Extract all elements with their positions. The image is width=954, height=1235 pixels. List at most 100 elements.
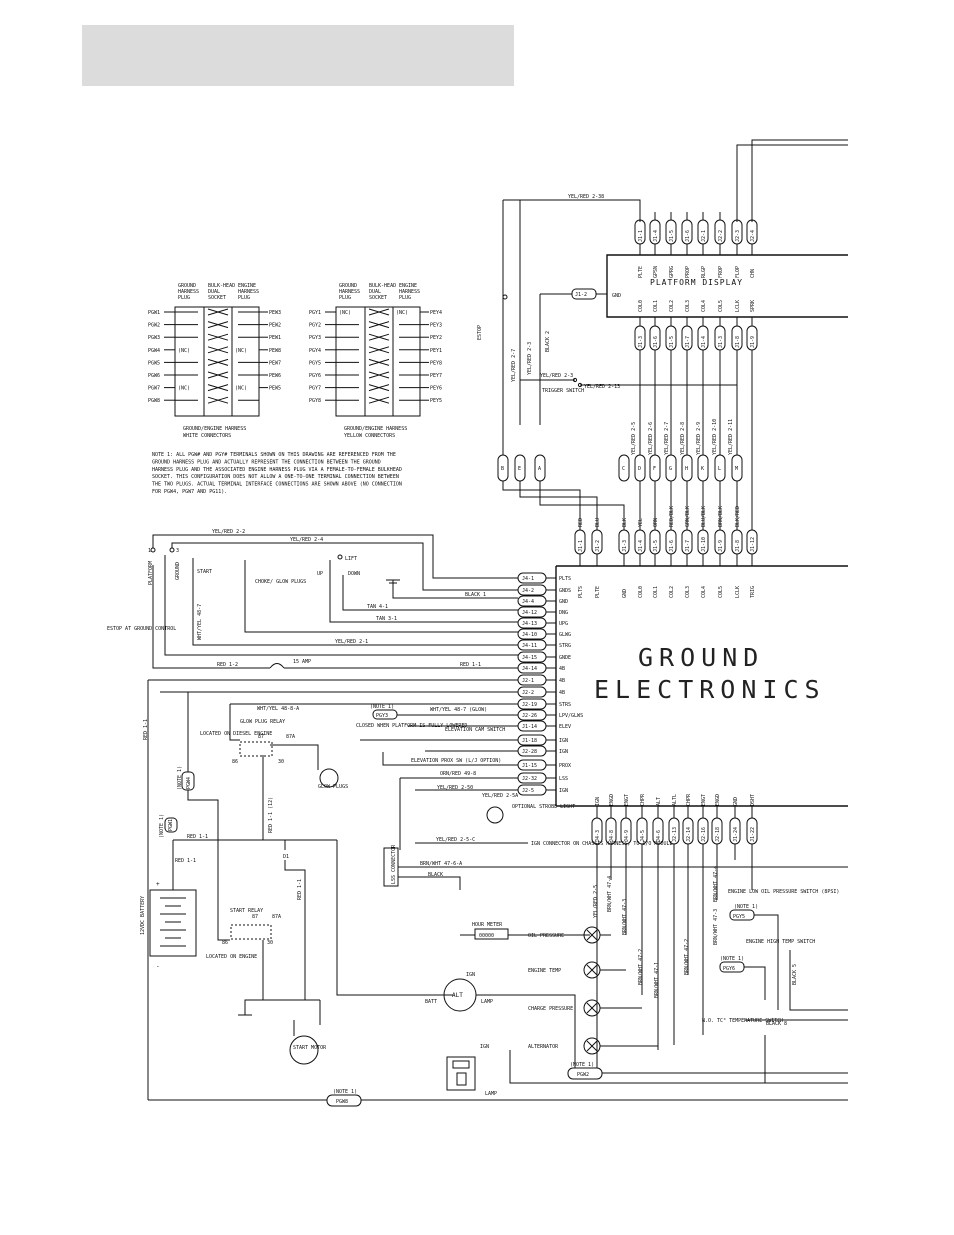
pd-top-conn-7-label: J2-4	[750, 230, 756, 242]
mid-left-circuit: RED 1-1 WHT/YEL 48-8-A (NOTE 1) PGY3 WHT…	[143, 679, 848, 1100]
pgw1-label: PGW1	[168, 819, 174, 831]
harness-note-line-2: HARNESS PLUG AND THE ASSOCIATED ENGINE H…	[152, 467, 402, 473]
note-1-pgw2: (NOTE 1)	[570, 1062, 594, 1068]
wire-yel-red-2-38: YEL/RED 2-38	[568, 194, 604, 200]
table-white-head-0-2: PLUG	[178, 295, 190, 301]
harness-note-line-4: THE TWO PLUGS. ACTUAL TERMINAL INTERFACE…	[152, 482, 402, 488]
lower-pin-10: TRIG	[750, 586, 756, 598]
gauge-label-3: ALTERNATOR	[528, 1044, 559, 1050]
d1-label: D1	[283, 854, 289, 860]
pd-bottom-conn-7	[746, 325, 758, 351]
gauge-label-2: CHARGE PRESSURE	[528, 1006, 573, 1012]
down-label: DOWN	[348, 571, 360, 577]
fuse-15-amp: 15 AMP	[293, 659, 311, 665]
lower-pin-7: COL4	[701, 586, 707, 598]
wire-red-1-1d: RED 1-1	[175, 858, 196, 864]
pd-top-conn-1-label: J1-4	[653, 230, 659, 242]
pd-top-conn-1	[649, 219, 661, 245]
pd-bottom-conn-6-label: J1-8	[735, 336, 741, 348]
table-yellow-left-6: PGY7	[309, 386, 321, 392]
lower-plug-8-label: J1-9	[718, 540, 724, 552]
left-pin-conn-label-3: J4-12	[522, 610, 537, 616]
wire-brn-wht-47-4b: BRN/WHT 47-4	[713, 866, 719, 902]
glow-relay-label: GLOW PLUG RELAY	[240, 719, 285, 725]
left-pin-name-8: 4B	[559, 666, 565, 672]
lower-plug-5-label: J1-6	[669, 540, 675, 552]
wire-black-2: BLACK 2	[545, 331, 551, 352]
col-wire-0: YEL/RED 2-5	[631, 422, 637, 455]
yellow-connector-table: GROUNDHARNESSPLUGBULK-HEADDUALSOCKETENGI…	[309, 283, 442, 439]
left-pin-name-2: GND	[559, 599, 568, 605]
pd-top-conn-5	[714, 219, 726, 245]
lower-pin-0: PLTS	[578, 586, 584, 598]
lower-plug-2	[618, 529, 630, 555]
alt-label: ALT	[452, 992, 463, 999]
pd-top-pin-7: CHN	[750, 269, 756, 278]
lower-plug-10	[746, 529, 758, 555]
table-yellow-right-1: PEY3	[430, 323, 442, 329]
platform-gnd-label: GND	[612, 293, 621, 299]
pd-top-conn-6-label: J2-3	[735, 230, 741, 242]
left-pin-conn-label-8: J4-14	[522, 666, 537, 672]
left-pin-name-18: IGN	[559, 788, 568, 794]
start-relay-87: 87	[252, 914, 258, 920]
header-band	[82, 25, 514, 86]
start-relay-86: 86	[222, 940, 228, 946]
table-white-caption-2: WHITE CONNECTORS	[183, 433, 231, 439]
color-label-3: YEL	[638, 518, 644, 527]
table-yellow-head-2-0: ENGINE	[399, 283, 417, 289]
color-label-2: BLK	[622, 518, 628, 527]
start-switch-label: START	[197, 569, 212, 575]
estop-platform-label: ESTOP	[477, 325, 483, 340]
glow-relay-30: 30	[278, 759, 284, 765]
table-yellow-head-2-1: HARNESS	[399, 289, 420, 295]
left-pin-conn-label-4: J4-13	[522, 621, 537, 627]
pd-top-pin-6: FLOP	[735, 266, 741, 278]
upper-plug-letter-3: C	[622, 466, 625, 472]
estop-ground-label: ESTOP AT GROUND CONTROL	[107, 626, 176, 632]
table-white-left-1: PGW2	[148, 323, 160, 329]
table-yellow-right-5: PEY7	[430, 373, 442, 379]
bottom-pin-name-3: CHPR	[640, 793, 646, 806]
white-connector-table: GROUNDHARNESSPLUGBULK-HEADDUALSOCKETENGI…	[148, 283, 281, 439]
upper-plug-8	[697, 454, 709, 482]
glow-relay-86: 86	[232, 759, 238, 765]
bottom-pin-conn-9-label: J1-24	[733, 827, 739, 842]
lower-plug-10-label: J1-12	[750, 537, 756, 552]
lower-plug-2-label: J1-3	[622, 540, 628, 552]
left-pin-name-12: LPV/GLWS	[559, 713, 583, 719]
ign2-label: IGN	[480, 1044, 489, 1050]
upper-plug-letter-8: K	[701, 466, 704, 472]
table-white-right-3: PEW8	[269, 348, 281, 354]
lower-plug-0-label: J1-1	[578, 540, 584, 552]
up-label: UP	[317, 571, 323, 577]
svg-text:3: 3	[176, 548, 179, 554]
wire-wht-yel-glow: WHT/YEL 48-7 (GLOW)	[430, 707, 487, 713]
bottom-pin-name-10: DSHT	[750, 794, 756, 806]
pd-bottom-conn-4	[697, 325, 709, 351]
lower-plug-6-label: J1-7	[685, 540, 691, 552]
ground-bottom-pins: IGNJ4-3ENGDJ4-8ENGTJ4-9CHPRJ4-5ALTJ4-6AL…	[591, 793, 758, 1073]
table-white-head-1-1: DUAL	[208, 289, 220, 295]
pd-top-conn-3	[681, 219, 693, 245]
wire-red-1-1e: RED 1-1	[297, 879, 303, 900]
elevation-cam-label: ELEVATION CAM SWITCH	[445, 727, 505, 733]
table-white-mid-3: (NC)	[178, 348, 190, 354]
bottom-pin-name-0: IGN	[595, 797, 601, 806]
pgy6-label: PGY6	[723, 966, 735, 972]
left-pin-conn-label-2: J4-4	[522, 599, 534, 605]
j1-2-label: J1-2	[575, 292, 587, 298]
located-engine-label: LOCATED ON ENGINE	[206, 954, 257, 960]
lower-pin-9: LCLK	[735, 586, 741, 598]
upper-plug-letter-1: E	[518, 466, 521, 472]
pd-bottom-conn-6	[731, 325, 743, 351]
pgw4-label: PGW4	[186, 777, 192, 789]
lower-plug-8	[714, 529, 726, 555]
bottom-pin-name-4: ALT	[656, 797, 662, 806]
strobe-label: OPTIONAL STROBE LIGHT	[512, 804, 575, 810]
platform-switch-label: PLATFORM	[148, 561, 154, 585]
table-yellow-left-5: PGY6	[309, 373, 321, 379]
wire-yel-red-2-2: YEL/RED 2-2	[212, 529, 245, 535]
upper-plug-letter-10: M	[735, 466, 738, 472]
harness-note-line-5: FOR PGW4, PGW7 AND PG11).	[152, 489, 227, 495]
